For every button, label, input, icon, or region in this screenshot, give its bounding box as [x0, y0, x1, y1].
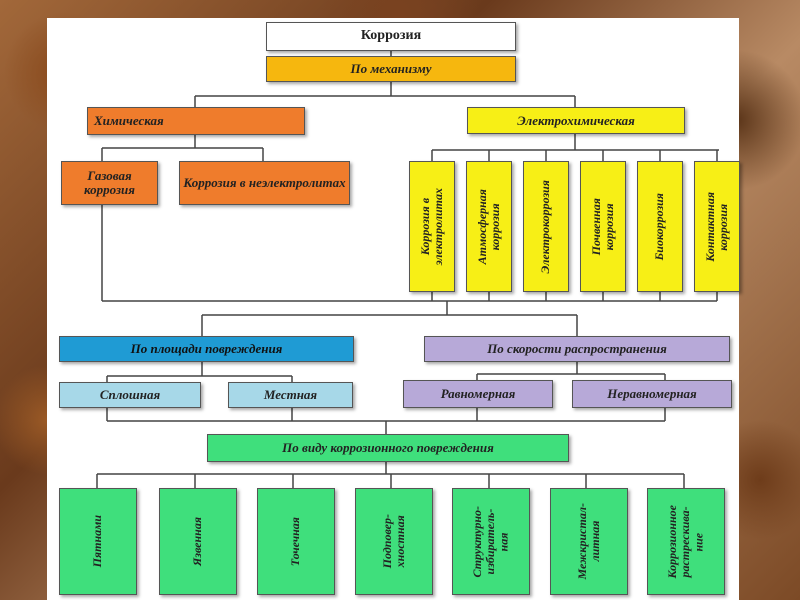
- electro-type-atmospheric: Атмосферная коррозия: [466, 161, 512, 292]
- electrochemical-node: Электрохимическая: [467, 107, 685, 134]
- damage-type-pitting: Точечная: [257, 488, 335, 595]
- damage-type-selective: Структурно- избиратель- ная: [452, 488, 530, 595]
- speed-type-nonuniform: Неравномерная: [572, 380, 732, 408]
- nonelectrolyte-corrosion-node: Коррозия в неэлектролитах: [179, 161, 350, 205]
- root-node: Коррозия: [266, 22, 516, 51]
- damage-type-subsurface: Подповер- хностная: [355, 488, 433, 595]
- by-area-node: По площади повреждения: [59, 336, 354, 362]
- speed-type-uniform: Равномерная: [403, 380, 553, 408]
- diagram-panel: Коррозия По механизму Химическая Электро…: [47, 18, 739, 600]
- electro-type-soil: Почвенная коррозия: [580, 161, 626, 292]
- electro-type-electrolytes: Коррозия в электролитах: [409, 161, 455, 292]
- chemical-node: Химическая: [87, 107, 305, 135]
- electro-type-electrocorrosion: Электрокоррозия: [523, 161, 569, 292]
- area-type-continuous: Сплошная: [59, 382, 201, 408]
- electro-type-contact: Контактная коррозия: [694, 161, 740, 292]
- area-type-local: Местная: [228, 382, 353, 408]
- electro-type-bio: Биокоррозия: [637, 161, 683, 292]
- damage-type-intercrystalline: Межкристал- литная: [550, 488, 628, 595]
- by-speed-node: По скорости распространения: [424, 336, 730, 362]
- damage-type-stress-cracking: Коррозионное растрескива- ние: [647, 488, 725, 595]
- by-damage-node: По виду коррозионного повреждения: [207, 434, 569, 462]
- mechanism-node: По механизму: [266, 56, 516, 82]
- damage-type-ulcer: Язвенная: [159, 488, 237, 595]
- gas-corrosion-node: Газовая коррозия: [61, 161, 158, 205]
- damage-type-spots: Пятнами: [59, 488, 137, 595]
